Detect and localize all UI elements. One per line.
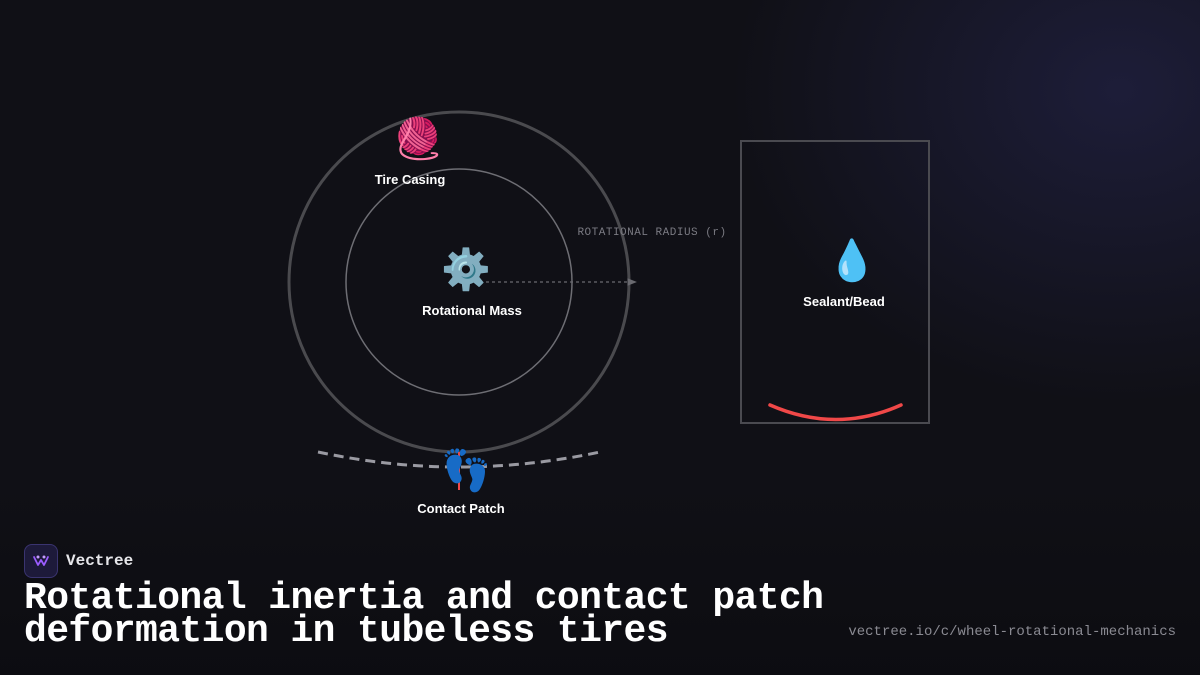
node-tire-casing: 🧶 Tire Casing — [375, 115, 446, 187]
source-url[interactable]: vectree.io/c/wheel-rotational-mechanics — [848, 624, 1176, 640]
node-rotational-mass: ⚙️ Rotational Mass — [422, 246, 522, 318]
brand: Vectree — [24, 544, 133, 578]
contact-patch-label: Contact Patch — [417, 501, 504, 516]
droplet-icon: 💧 — [827, 237, 877, 284]
radius-label: ROTATIONAL RADIUS (r) — [577, 227, 726, 239]
tire-casing-label: Tire Casing — [375, 172, 446, 187]
yarn-ball-icon: 🧶 — [393, 115, 443, 162]
contact-patch-deformation — [317, 450, 601, 469]
sealant-box — [740, 140, 930, 424]
bead-arc — [768, 403, 903, 422]
rotational-mass-label: Rotational Mass — [422, 303, 522, 318]
node-contact-patch: 👣 Contact Patch — [417, 446, 504, 516]
vectree-logo-icon — [24, 544, 58, 578]
footprints-icon: 👣 — [441, 446, 491, 494]
page-title: Rotational inertia and contact patch def… — [24, 577, 824, 653]
gear-icon: ⚙️ — [441, 246, 491, 293]
sealant-bead-label: Sealant/Bead — [803, 294, 885, 309]
brand-name: Vectree — [66, 552, 134, 570]
node-sealant-bead: 💧 Sealant/Bead — [803, 237, 885, 309]
